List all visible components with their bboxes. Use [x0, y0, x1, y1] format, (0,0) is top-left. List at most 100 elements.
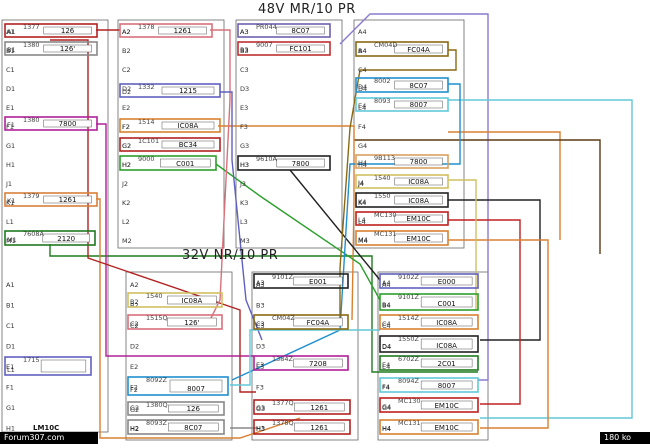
- module-code: 1377Q: [272, 399, 294, 407]
- module-pin: J4: [357, 179, 364, 187]
- module-value: 126': [60, 45, 75, 53]
- module-value: EM10C: [435, 402, 459, 410]
- module-frame: [119, 155, 217, 171]
- module-code: 8092Z: [146, 376, 168, 384]
- col-a-pin-g1: G1: [6, 142, 15, 150]
- module-frame: [379, 397, 479, 413]
- module-code: 8093Z: [146, 419, 168, 427]
- module-code: 6702Z: [398, 355, 420, 363]
- col-a-lower-pin-d1: D1: [6, 343, 15, 351]
- module-frame: [127, 401, 225, 416]
- module-value-box: [161, 86, 215, 95]
- col-b-lower-pin-f2: F2: [130, 384, 138, 392]
- module-frame: [379, 293, 479, 311]
- module-value-box: [394, 177, 443, 186]
- module-pin: L1: [7, 366, 15, 374]
- module-frame: [379, 273, 479, 289]
- module-value-box: [276, 44, 325, 53]
- wire-orange-m4: [448, 239, 549, 429]
- module-frame: [119, 137, 221, 152]
- col-b-pin-f2: F2: [122, 123, 130, 131]
- wire-orange-f4: [448, 131, 561, 240]
- col-d-pin-c4: C4: [358, 66, 367, 74]
- module-frame: [127, 314, 223, 330]
- module-value-box: [168, 404, 219, 413]
- module-value-box: [394, 195, 443, 205]
- col-c-lower-pin-b3: B3: [256, 302, 265, 310]
- module-value: 1215: [179, 87, 197, 95]
- module-code: 9101Z: [272, 273, 294, 281]
- module-value: 8C07: [409, 82, 427, 90]
- col-d-pin-e4: E4: [358, 104, 366, 112]
- module-frame: [379, 314, 479, 330]
- col-d-pin-h4: H4: [358, 161, 367, 169]
- module-pin: G2: [122, 142, 131, 150]
- module-code: 1380Q: [146, 401, 168, 409]
- module-value-box: [293, 276, 343, 286]
- module-frame: [237, 23, 331, 38]
- module-pin: A2: [122, 28, 131, 36]
- col-d-lower-pin-g4: G4: [382, 404, 391, 412]
- module-value-box: [420, 276, 473, 286]
- module-code: 1377: [23, 23, 40, 31]
- module-pin: D4: [358, 83, 367, 91]
- module-frame: [4, 356, 92, 376]
- module-pin: B3: [240, 46, 249, 54]
- module-value-box: [394, 80, 443, 90]
- module-frame: [379, 419, 479, 435]
- module-value: 7208: [309, 360, 327, 368]
- module-pin: F2: [122, 123, 130, 131]
- module-value-box: [420, 296, 473, 308]
- col-a-pin-e1: E1: [6, 104, 14, 112]
- module-code: CM04Z: [272, 314, 295, 322]
- module-pin: E4: [382, 361, 390, 369]
- module-pin: A1: [7, 28, 16, 36]
- col-c-pin-f3: F3: [240, 123, 248, 131]
- col-a-pin-h1: H1: [6, 161, 15, 169]
- module-value-box: [276, 158, 325, 168]
- module-code: PR044: [256, 23, 277, 31]
- module-value: IC08A: [436, 319, 457, 327]
- module-value: EM10C: [406, 235, 430, 243]
- module-frame: [4, 230, 96, 246]
- col-a-lower-pin-e1: E1: [6, 363, 14, 371]
- col-d-lower-pin-e4: E4: [382, 363, 390, 371]
- footer-left: Forum307.com: [0, 432, 98, 444]
- module-code: 1332: [138, 83, 155, 91]
- wire-magenta-f1: [96, 123, 254, 357]
- module-pin: L4: [358, 216, 366, 224]
- module-pin: G4: [382, 403, 391, 411]
- module-pin: E3: [256, 361, 264, 369]
- module-pin: M4: [358, 236, 368, 244]
- module-value: IC08A: [182, 297, 203, 305]
- module-pin: M1: [7, 236, 17, 244]
- col-a-lower-pin-g1: G1: [6, 404, 15, 412]
- module-pin: H2: [130, 425, 139, 433]
- module-value-box: [394, 100, 443, 109]
- module-code: MC131: [374, 230, 397, 238]
- module-code: 1540: [146, 292, 163, 300]
- module-value-box: [294, 402, 345, 412]
- col-b-lower-pin-c2: C2: [130, 322, 139, 330]
- module-frame: [379, 377, 479, 393]
- module-pin: B2: [130, 298, 139, 306]
- module-value-box: [43, 26, 92, 35]
- module-code: 1C101: [138, 137, 159, 145]
- col-d-pin-k4: K4: [358, 199, 366, 207]
- col-a-pin-f1: F1: [6, 123, 14, 131]
- module-value: EM10C: [435, 424, 459, 432]
- module-code: 1514Z: [398, 314, 420, 322]
